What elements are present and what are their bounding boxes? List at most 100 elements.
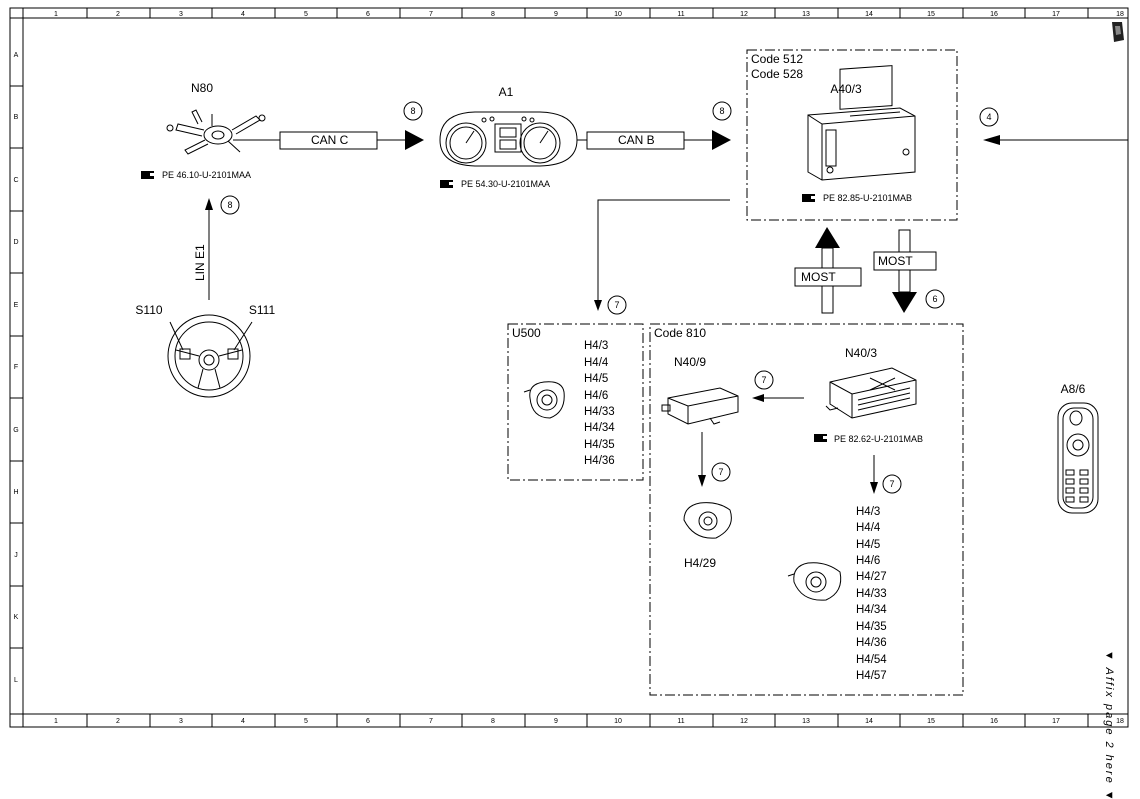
- h4-29-label: H4/29: [684, 556, 716, 570]
- col-label: 3: [179, 718, 183, 725]
- arrow-down-icon: [698, 475, 706, 487]
- u500-label: U500: [512, 326, 541, 340]
- speaker-icon: [683, 502, 732, 539]
- corner-mark-icon: [1112, 22, 1124, 42]
- marker-number: 8: [410, 106, 415, 116]
- n40-9-label: N40/9: [674, 355, 706, 369]
- remote-control-icon: [1057, 402, 1099, 514]
- col-label: 11: [677, 718, 684, 725]
- col-label: 10: [614, 718, 622, 725]
- a1-label: A1: [499, 85, 514, 99]
- arrow-up-icon: [815, 227, 840, 248]
- marker-circle: [925, 289, 945, 309]
- a40-3-input-arrow: 4: [979, 107, 1128, 145]
- arrow-down-icon: [870, 482, 878, 494]
- can-b-label: CAN B: [618, 133, 655, 147]
- marker-number: 7: [889, 479, 894, 489]
- col-label: 14: [865, 718, 873, 725]
- col-label: 15: [927, 11, 935, 18]
- lin-e1-label: LIN E1: [193, 244, 207, 281]
- steering-wheel-icon: [167, 314, 253, 398]
- col-label: 9: [554, 718, 558, 725]
- code-810-group: Code 810 N40/9 7 7 H4/29 N40/3: [649, 323, 964, 696]
- speaker-item: H4/6: [584, 390, 608, 402]
- col-label: 14: [865, 11, 873, 18]
- col-label: 12: [740, 11, 748, 18]
- marker-circle: [712, 101, 732, 121]
- lin-e1-bus: LIN E1 8: [193, 195, 240, 300]
- row-label: C: [13, 177, 18, 184]
- amplifier-icon: [825, 367, 917, 419]
- col-label: 13: [802, 718, 810, 725]
- marker-number: 4: [986, 112, 991, 122]
- column-numbers-top: 1 2 3 4 5 6 7 8 9 10 11 12 13 14 15 16 1…: [54, 11, 1124, 18]
- most-down-label: MOST: [878, 254, 913, 268]
- a1-reference: PE 54.30-U-2101MAA: [461, 179, 550, 189]
- column-numbers-bottom: 1 2 3 4 5 6 7 8 9 10 11 12 13 14 15 16 1…: [54, 718, 1124, 725]
- col-label: 18: [1116, 11, 1124, 18]
- speaker-icon: [787, 562, 842, 601]
- see-reference-hand-icon: [141, 171, 156, 179]
- u500-boundary: [507, 323, 644, 481]
- col-label: 17: [1052, 11, 1060, 18]
- marker-number: 7: [614, 300, 619, 310]
- speaker-item: H4/36: [584, 455, 615, 467]
- a40-3-label: A40/3: [830, 82, 862, 96]
- most-bus-down: MOST 6: [873, 229, 945, 313]
- code-810-label: Code 810: [654, 326, 706, 340]
- marker-number: 8: [227, 200, 232, 210]
- row-letters: A B C D E F G H J K L: [13, 52, 18, 684]
- row-label: H: [13, 489, 18, 496]
- see-reference-hand-icon: [440, 180, 455, 188]
- n80-reference: PE 46.10-U-2101MAA: [162, 170, 251, 180]
- speaker-item: H4/5: [584, 373, 608, 385]
- row-label: J: [14, 552, 18, 559]
- col-label: 1: [54, 11, 58, 18]
- col-label: 18: [1116, 718, 1124, 725]
- amp-speaker-list: H4/3 H4/4 H4/5 H4/6 H4/27 H4/33 H4/34 H4…: [856, 506, 887, 682]
- marker-circle: [607, 295, 627, 315]
- n80-component: N80 PE 46.10-U-2101MAA: [141, 81, 266, 180]
- head-unit-display-icon: [807, 65, 916, 181]
- n40-3-label: N40/3: [845, 346, 877, 360]
- col-label: 6: [366, 11, 370, 18]
- col-label: 7: [429, 11, 433, 18]
- can-b-bus: CAN B 8: [577, 101, 732, 150]
- speaker-item: H4/35: [584, 439, 615, 451]
- speaker-item: H4/54: [856, 654, 887, 666]
- col-label: 12: [740, 718, 748, 725]
- col-label: 5: [304, 718, 308, 725]
- s111-label: S111: [249, 303, 276, 317]
- most-up-box: [794, 267, 862, 287]
- arrow-right-icon: [712, 130, 731, 150]
- s110-label: S110: [135, 303, 162, 317]
- code-528-label: Code 528: [751, 67, 803, 81]
- col-label: 4: [241, 11, 245, 18]
- u500-group: U500 H4/3 H4/4 H4/5 H4/6 H4/33 H4/34 H4/…: [507, 323, 644, 481]
- a8-6-label: A8/6: [1061, 382, 1086, 396]
- col-label: 2: [116, 11, 120, 18]
- arrow-left-icon: [752, 394, 764, 402]
- row-label: G: [13, 427, 18, 434]
- arrow-left-icon: [983, 135, 1000, 145]
- row-label: F: [14, 364, 18, 371]
- u500-speaker-list: H4/3 H4/4 H4/5 H4/6 H4/33 H4/34 H4/35 H4…: [584, 340, 615, 467]
- row-label: K: [14, 614, 19, 621]
- col-label: 16: [990, 11, 998, 18]
- a40-3-group: Code 512 Code 528 A40/3 PE 82.85-U-2101M…: [746, 49, 958, 221]
- speaker-item: H4/33: [584, 406, 615, 418]
- col-label: 11: [677, 11, 684, 18]
- col-label: 17: [1052, 718, 1060, 725]
- speaker-item: H4/27: [856, 571, 887, 583]
- can-c-bus: CAN C 8: [233, 101, 424, 150]
- marker-number: 7: [718, 467, 723, 477]
- speaker-item: H4/34: [584, 422, 615, 434]
- row-label: D: [13, 239, 18, 246]
- marker-number: 7: [761, 375, 766, 385]
- marker-circle: [754, 370, 774, 390]
- col-label: 7: [429, 718, 433, 725]
- instrument-cluster-icon: [439, 111, 578, 167]
- marker-number: 8: [719, 106, 724, 116]
- row-label: B: [14, 114, 19, 121]
- col-label: 15: [927, 718, 935, 725]
